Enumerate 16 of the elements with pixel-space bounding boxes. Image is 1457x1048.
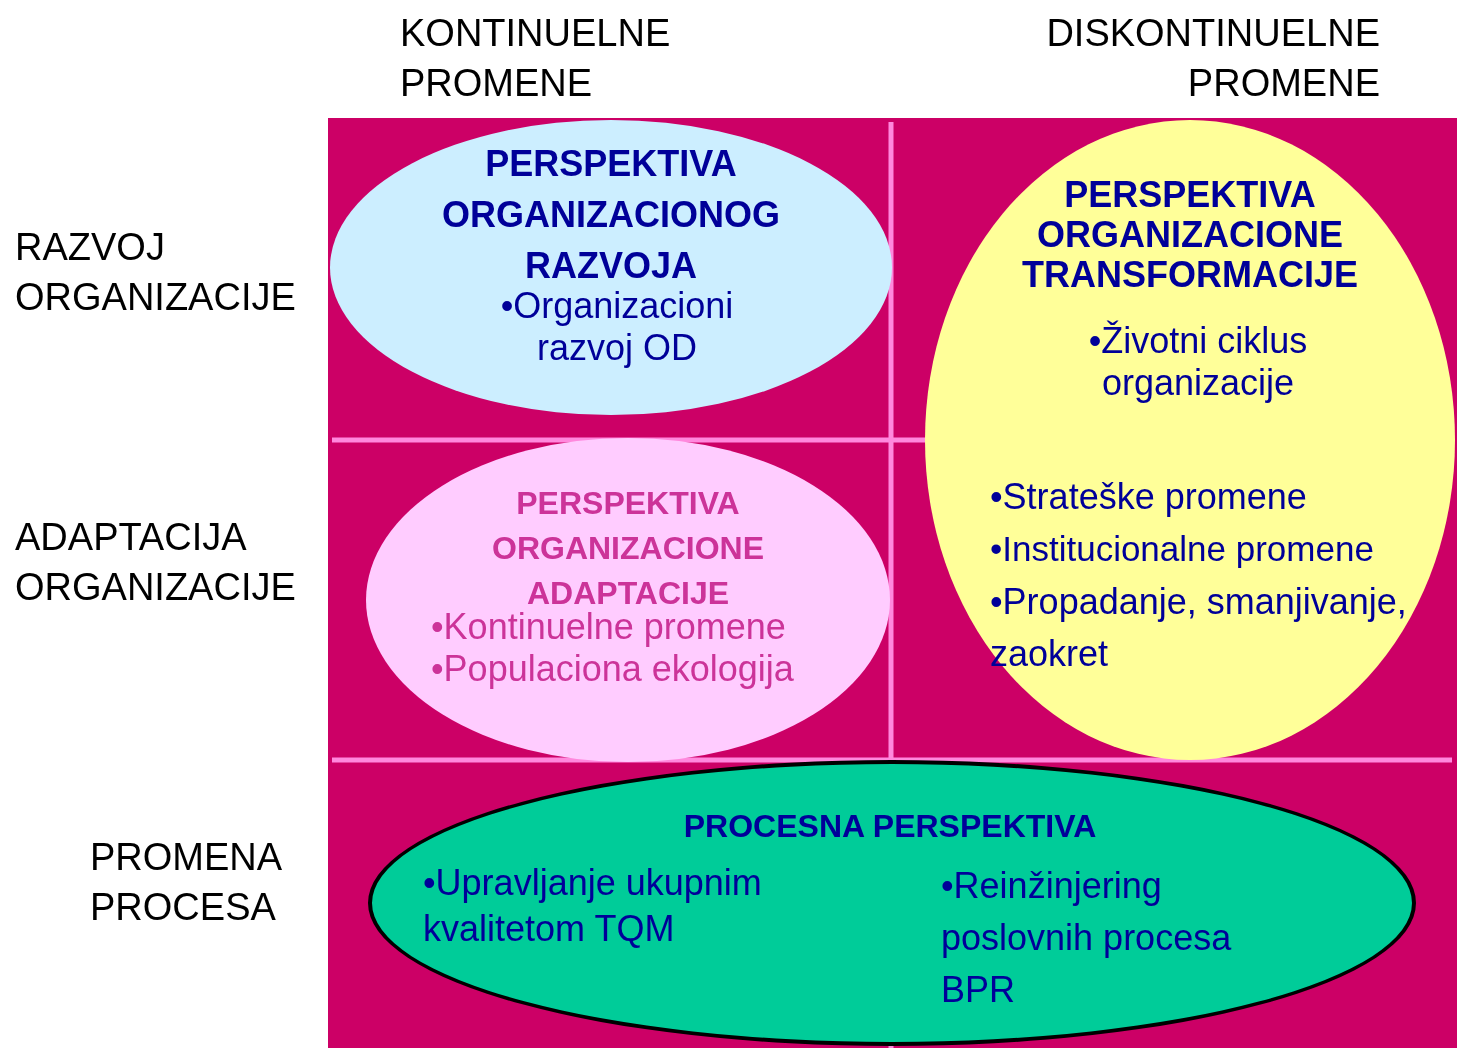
column-header: DISKONTINUELNE PROMENE — [1045, 11, 1380, 106]
bullet-item: •Institucionalne promene — [990, 528, 1375, 570]
row-header: ADAPTACIJA ORGANIZACIJE — [15, 515, 297, 610]
column-header: KONTINUELNE PROMENE — [400, 11, 672, 106]
bullet-item: •Životni ciklus organizacije — [1087, 320, 1309, 404]
row-header: PROMENA PROCESA — [90, 835, 282, 930]
bullet-item: •Upravljanje ukupnim kvalitetom TQM — [423, 861, 763, 951]
bullet-item: •Populaciona ekologija — [431, 648, 795, 690]
heading: PERSPEKTIVA ORGANIZACIONE TRANSFORMACIJE — [1021, 175, 1359, 295]
bullet-item: •Strateške promene — [990, 475, 1308, 519]
heading: PROCESNA PERSPEKTIVA — [682, 807, 1098, 846]
bullet-item: •Organizacioni razvoj OD — [499, 285, 735, 369]
bullet-item: •Propadanje, smanjivanje, zaokret — [990, 580, 1408, 676]
row-header: RAZVOJ ORGANIZACIJE — [15, 225, 297, 320]
heading: PERSPEKTIVA ORGANIZACIONOG RAZVOJA — [441, 142, 781, 288]
bullet-item: •Reinžinjering poslovnih procesa BPR — [941, 864, 1233, 1012]
